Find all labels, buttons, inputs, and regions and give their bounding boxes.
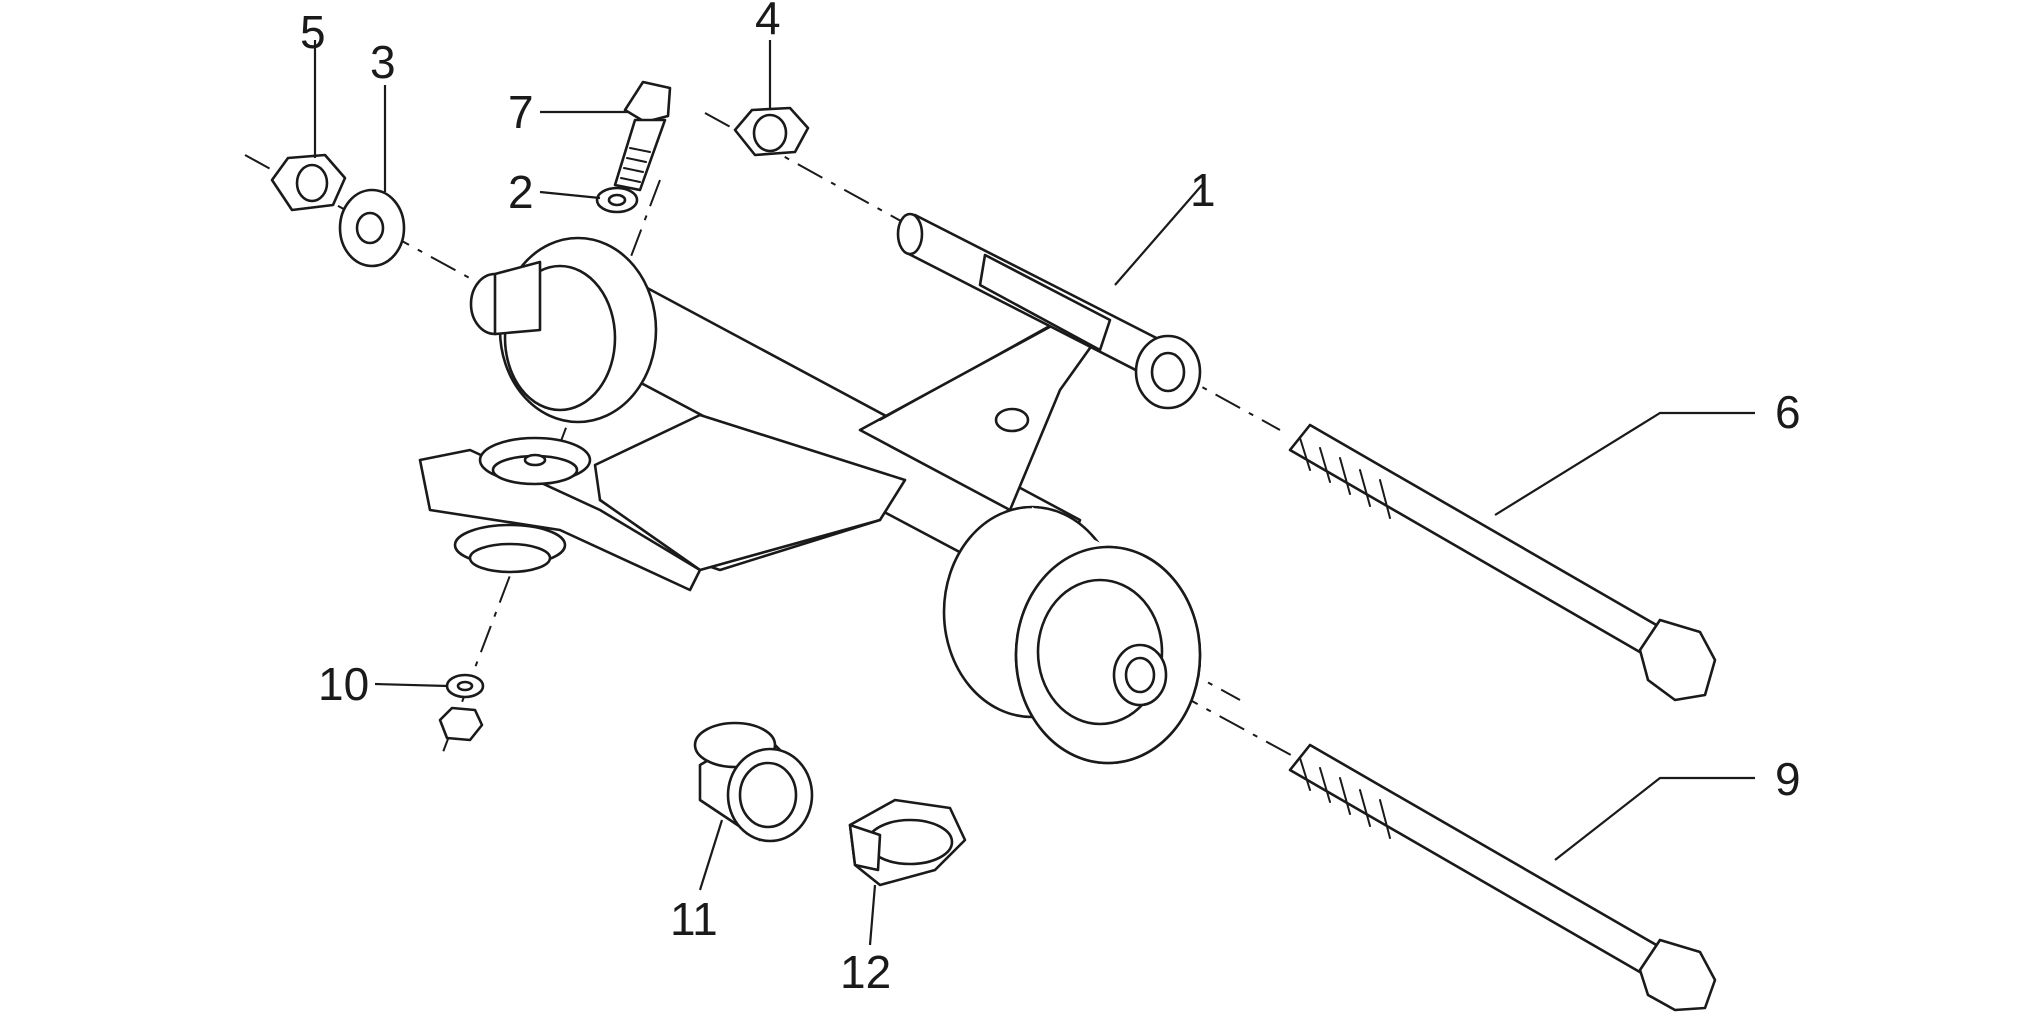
nut-4 [733,106,810,157]
callout-10: 10 [318,658,369,710]
swing-arm [418,212,1202,765]
leader-lines [313,40,1755,946]
clamp-12 [848,798,967,887]
washer-2 [595,186,639,214]
callout-5: 5 [300,6,326,58]
callout-2: 2 [508,166,534,218]
callout-3: 3 [370,36,396,88]
nut-small [438,706,484,742]
callout-7: 7 [508,86,534,138]
bolt-9 [1288,743,1717,1012]
callout-6: 6 [1775,386,1801,438]
callout-1: 1 [1190,164,1216,216]
callout-9: 9 [1775,753,1801,805]
callout-4: 4 [755,0,781,44]
callout-11: 11 [670,893,718,945]
washer-3 [338,188,406,268]
bolt-7 [613,80,672,192]
nut-5 [270,153,347,212]
callout-12: 12 [840,946,891,998]
bolt-6 [1288,423,1717,702]
bushing-11 [693,721,814,843]
callout-labels: 5 3 4 7 2 1 6 9 10 11 12 [300,0,1801,998]
washer-10 [445,673,485,699]
